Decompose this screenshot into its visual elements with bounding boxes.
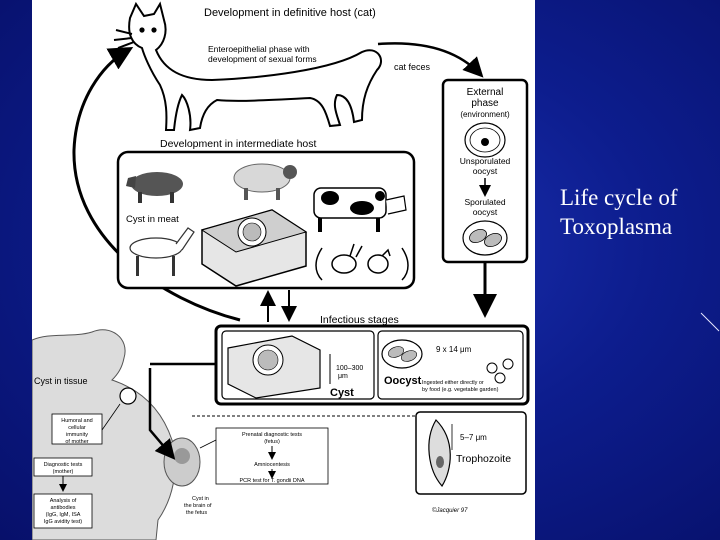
slide-title-line-1: Life cycle of: [560, 185, 678, 210]
slide-title: Life cycle of Toxoplasma: [560, 183, 720, 241]
prenatal-label-1: Prenatal diagnostic tests: [242, 432, 302, 438]
enteroepithelial-label-1: Enteroepithelial phase with: [208, 44, 310, 54]
analysis-label-1: Analysis of: [50, 498, 77, 504]
oocyst-drawing: [381, 339, 514, 384]
unsporulated-oocyst-drawing: [464, 122, 506, 158]
external-label-2: phase: [471, 98, 499, 109]
fetus-cyst-label-1: Cyst in: [192, 496, 209, 502]
amniocentesis-label: Amniocentesis: [254, 462, 290, 468]
enteroepithelial-label-2: development of sexual forms: [208, 54, 317, 64]
life-cycle-diagram: Development in definitive host (cat) Ent…: [32, 1, 530, 540]
prenatal-pointer: [199, 439, 217, 449]
analysis-box: [33, 493, 93, 529]
cyst-in-meat-label: Cyst in meat: [126, 214, 179, 225]
humoral-label-1: Humoral and: [61, 418, 93, 424]
rabbit-chicken-illustration: [315, 243, 409, 281]
oocyst-label: Oocyst: [384, 375, 422, 387]
cat-feces-label: cat feces: [394, 62, 431, 72]
sheep-illustration: [233, 163, 297, 200]
humoral-label-3: immunity: [66, 432, 88, 438]
analysis-label-2: antibodies: [50, 505, 75, 511]
trophozoite-size-label: 5–7 μm: [460, 433, 487, 442]
trophozoite-label: Trophozoite: [456, 453, 511, 465]
external-label-1: External: [467, 87, 504, 98]
analysis-label-3: (IgG, IgM, ISA: [46, 512, 81, 518]
cyst-tissue-drawing: [227, 335, 321, 399]
oocyst-note-1: Ingested either directly or: [422, 380, 484, 386]
sporulated-oocyst-drawing: [462, 220, 508, 256]
diag-mother-label-2: (mother): [53, 469, 74, 475]
cyst-size-label-2: μm: [338, 373, 348, 380]
horse-illustration: [129, 227, 195, 276]
intermediate-host-label: Development in intermediate host: [160, 138, 317, 150]
external-label-3: (environment): [460, 110, 510, 119]
decorative-line: [700, 312, 720, 332]
fetus-cyst-label-3: the fetus: [186, 510, 207, 516]
definitive-host-label: Development in definitive host (cat): [204, 7, 376, 19]
pig-illustration: [126, 172, 183, 203]
humoral-pointer: [101, 403, 121, 431]
pcr-label: PCR test for T. gondii DNA: [239, 478, 304, 484]
humoral-box: [51, 413, 103, 445]
prenatal-label-2: (fetus): [264, 439, 280, 445]
feces-arrow: [377, 42, 484, 78]
signature-label: ©Jacquier 97: [432, 507, 468, 514]
pregnant-woman-illustration: [32, 329, 201, 540]
cyst-size-label-1: 100–300: [336, 365, 363, 372]
unsporulated-label-1: Unsporulated: [460, 156, 511, 166]
oocyst-note-2: by food (e.g. vegetable garden): [422, 387, 499, 393]
infection-to-fetus-arrow: [148, 368, 176, 460]
humoral-label-2: cellular: [68, 425, 86, 431]
cyst-in-tissue-label: Cyst in tissue: [34, 376, 88, 386]
oocyst-size-label: 9 x 14 μm: [436, 345, 472, 354]
slide-title-line-2: Toxoplasma: [560, 214, 673, 239]
humoral-label-4: of mother: [65, 439, 88, 445]
sporulated-label-2: oocyst: [473, 207, 498, 217]
unsporulated-label-2: oocyst: [473, 166, 498, 176]
trophozoite-drawing: [428, 419, 451, 488]
tissue-cyst-icon: [119, 387, 137, 405]
cow-illustration: [313, 187, 407, 232]
return-to-cat-arrow: [72, 46, 241, 322]
life-cycle-figure: Development in definitive host (cat) Ent…: [32, 0, 535, 540]
analysis-label-4: IgG avidity test): [44, 519, 82, 525]
cat-illustration: [113, 1, 382, 132]
meat-tissue-illustration: [200, 209, 308, 287]
fetus-cyst-label-2: the brain of: [184, 503, 212, 509]
diag-mother-label-1: Diagnostic tests: [44, 462, 83, 468]
sporulated-label-1: Sporulated: [464, 197, 505, 207]
infectious-stages-label: Infectious stages: [320, 314, 399, 326]
cyst-label: Cyst: [330, 387, 354, 399]
